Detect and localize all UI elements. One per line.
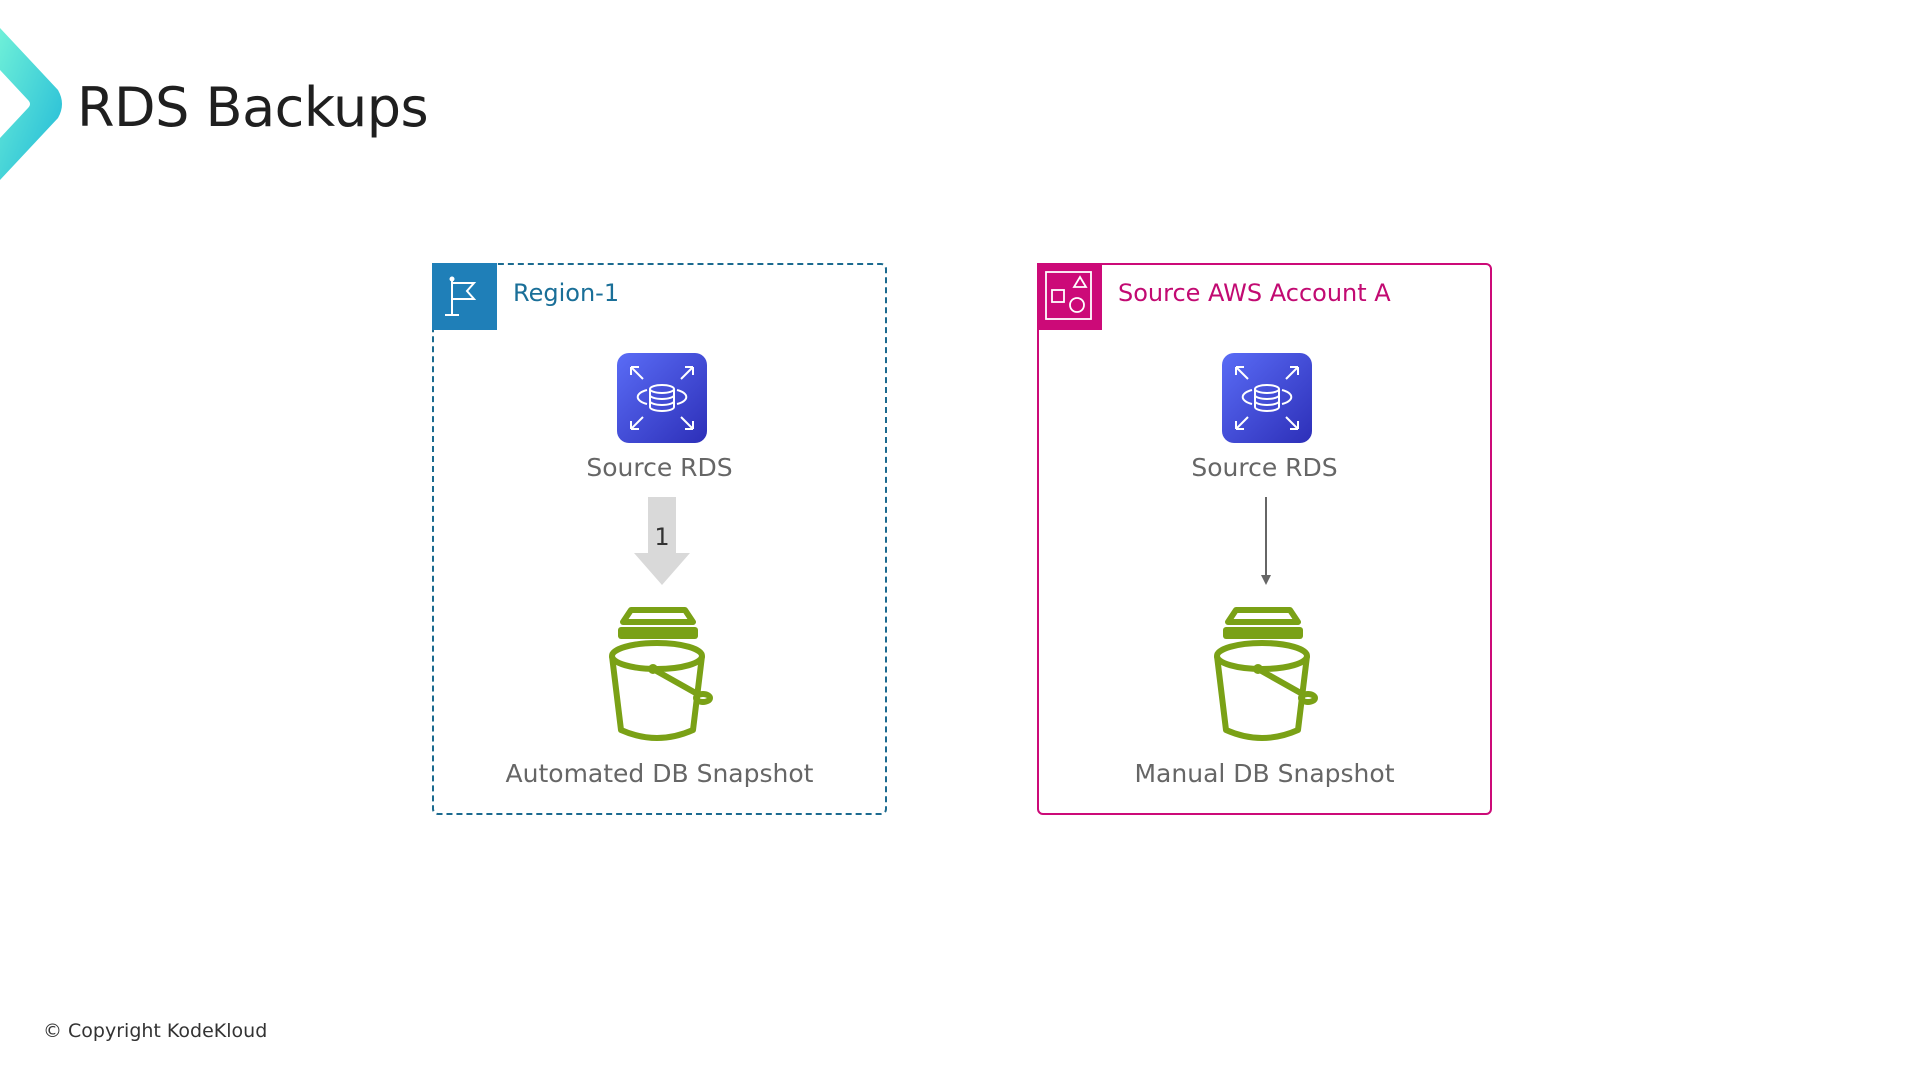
manual-snapshot-label: Manual DB Snapshot — [1134, 759, 1395, 788]
account-group: Source AWS Account A Source RDS Manual D… — [1036, 262, 1492, 815]
automated-snapshot-label: Automated DB Snapshot — [505, 759, 814, 788]
s3-bucket-icon — [609, 606, 713, 744]
region-label: Region-1 — [513, 279, 620, 307]
source-rds-label: Source RDS — [1191, 453, 1338, 482]
step-arrow: 1 — [632, 497, 692, 587]
kodekloud-logo-chevron — [0, 28, 62, 180]
source-rds-label: Source RDS — [586, 453, 733, 482]
step-number: 1 — [654, 523, 670, 551]
page-title: RDS Backups — [77, 76, 429, 139]
rds-icon — [1222, 353, 1312, 443]
region-group: Region-1 Source RDS 1 Automated DB Snaps… — [431, 262, 887, 815]
shapes-icon — [1036, 262, 1102, 330]
s3-bucket-icon — [1214, 606, 1318, 744]
copyright-text: © Copyright KodeKloud — [43, 1020, 268, 1042]
rds-icon — [617, 353, 707, 443]
account-label: Source AWS Account A — [1118, 279, 1391, 307]
flag-icon — [431, 262, 497, 330]
arrow-down-icon — [1256, 497, 1276, 587]
